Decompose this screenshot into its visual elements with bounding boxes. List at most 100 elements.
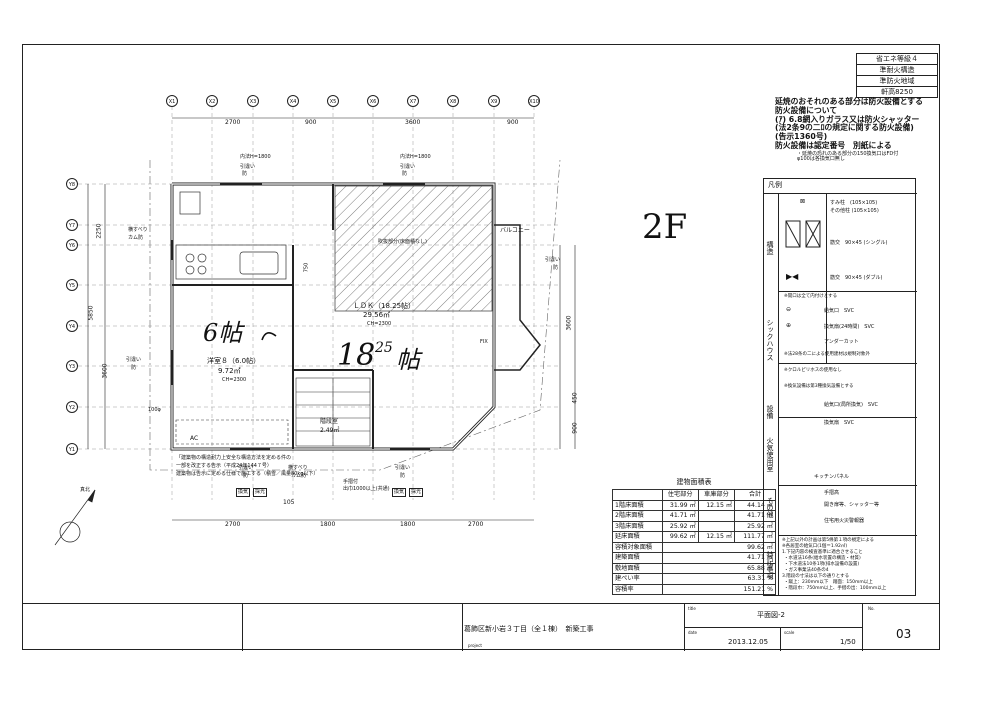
number-label: No. — [868, 606, 875, 611]
structure-note-line: 「建築物の構造耐力上安全な構造方法を定める件の — [176, 455, 292, 461]
fire-note-line: (法2条9の二ﾛの規定に関する防火設備) — [775, 123, 914, 133]
bowtie-icon: ▶◀ — [786, 272, 799, 281]
dim-left: 3600 — [101, 363, 109, 379]
room-handwriting: 6帖 — [203, 319, 243, 347]
project-label: project — [468, 643, 482, 648]
area-summary-label: 建ぺい率 — [612, 573, 663, 585]
grid-label-y: Y8 — [66, 178, 78, 190]
dim-top: 3600 — [405, 119, 421, 126]
dim-right: 900 — [571, 422, 579, 434]
dim-750: 750 — [303, 262, 310, 273]
ac-label: AC — [190, 435, 199, 442]
window-type: 横すべり — [288, 465, 308, 471]
area-summary-label: 建築面積 — [612, 552, 663, 564]
dim-top: 900 — [305, 119, 317, 126]
area-header — [612, 489, 663, 501]
vent-icon: ⊖ — [786, 306, 792, 313]
window-type: 引違い — [545, 257, 561, 263]
structure-note-line: 建築物は告示に定める仕様で施工する（積雪／風量80kg以下） — [176, 471, 319, 477]
sheet-number: 03 — [896, 627, 912, 641]
void-area — [334, 185, 493, 312]
void-note: 吹抜部分(床面積なし) — [378, 239, 427, 245]
fire-note: 延焼のおそれのある部分は防火設備とする 防火設備について (ｱ) 6.8網入りガ… — [775, 98, 923, 162]
legend-section: シックハウス — [766, 319, 774, 361]
table-row: 1階床面積 31.99 ㎡ 12.15 ㎡ 44.14 ㎡ — [612, 499, 776, 511]
area-cell: 25.92 ㎡ — [661, 520, 699, 532]
window-type: 横すべり — [128, 227, 148, 233]
grid-label-y: Y5 — [66, 279, 78, 291]
window-fire: 防 — [402, 171, 408, 177]
dim-right: 3600 — [565, 315, 573, 331]
dim-bottom: 1800 — [320, 521, 336, 528]
light-label: 採光 — [409, 488, 424, 497]
grid-label-x: X4 — [287, 95, 299, 107]
special-note: ※上記以外の計画は第5條第１項の規定による — [782, 538, 874, 543]
area-cell: 3階床面積 — [612, 520, 663, 532]
room-label: 洋室８（6.0帖） — [207, 357, 261, 365]
fire-note-line: (ｱ) 6.8網入りガラス又は防火シャッター — [775, 114, 920, 124]
ldk-handwriting-sup: 25 — [375, 340, 393, 356]
legend-section: 特記事項 — [766, 551, 774, 579]
symbol-icon: ⊠ — [800, 198, 806, 205]
legend-item: 給気口 SVC — [824, 308, 855, 314]
spec-item: 省エネ等級４ — [857, 54, 937, 65]
stair — [295, 377, 371, 447]
balcony-label: バルコニー — [500, 227, 530, 234]
area-summary-value: 63.31 % — [661, 573, 776, 585]
special-note: 1.下記内容の検査基準に適合させること — [782, 550, 863, 555]
legend-item: 換気扇(24時間) SVC — [824, 324, 875, 330]
legend-section: 構造 — [766, 241, 774, 255]
ldk-ch: CH=2300 — [367, 321, 392, 327]
window-fire: 防 — [400, 473, 406, 479]
dim-left: 2250 — [95, 223, 103, 239]
spec-item: 軒高8250 — [881, 88, 913, 96]
special-note: ・ガス事業法40条の4 — [784, 568, 829, 573]
legend-note: ※クロルピリホスの使用なし — [784, 368, 842, 373]
date-label: date — [688, 630, 698, 635]
dim-bottom-sub: 105 — [283, 499, 295, 506]
floor-handwriting: 2F — [642, 207, 688, 247]
compass — [54, 489, 96, 546]
area-table: 建物面積表 住宅部分 車庫部分 合計 1階床面積 31.99 ㎡ 12.15 ㎡… — [612, 479, 776, 595]
dim-bottom: 2700 — [468, 521, 484, 528]
duct-label: 100φ — [148, 407, 161, 413]
grid-label-x: X1 — [166, 95, 178, 107]
handrail-label: 手摺付 — [343, 479, 359, 485]
special-note: ・階段巾：750mm以上、手摺の出：100mm以上 — [784, 586, 887, 591]
drawing-title: 平面図-2 — [757, 611, 785, 619]
legend-item: 開き扉等、シャッター等 — [824, 502, 880, 508]
grid-label-x: X2 — [206, 95, 218, 107]
legend-item: 筋交 90×45 (シングル) — [830, 240, 888, 246]
window-type: 引違い — [395, 465, 411, 471]
window-note: 内法H=1800 — [400, 154, 431, 160]
ldk-area: 29.56㎡ — [363, 311, 391, 319]
room-ch: CH=2300 — [222, 377, 247, 383]
kitchen — [175, 191, 287, 280]
grid-label-x: X10 — [528, 95, 540, 107]
grid-label-x: X6 — [367, 95, 379, 107]
area-summary-value: 65.88 ㎡ — [661, 562, 776, 574]
title-block: project 葛飾区新小岩３丁目（全１棟） 新築工事 title 平面図-2 … — [22, 603, 940, 651]
window-fire: カム防 — [128, 235, 144, 241]
legend-item: その他柱 (105×105) — [830, 208, 879, 214]
fire-note-line: 防火設備は認定番号 別紙による — [775, 140, 892, 150]
window-fire: 防 — [242, 171, 248, 177]
drawing-date: 2013.12.05 — [728, 638, 769, 646]
area-summary-value: 41.71 ㎡ — [661, 552, 776, 564]
legend-item: 換気扇 SVC — [824, 420, 855, 426]
vent-label: 換気 — [392, 488, 407, 497]
area-summary-label: 容積率 — [612, 583, 663, 595]
fire-note-sub: ・延焼の恐れのある部分の150換気口はFD付 — [797, 150, 899, 157]
legend-item: 給気口(局所換気) SVC — [824, 402, 878, 408]
dim-top: 900 — [507, 119, 519, 126]
legend-note: ※開口は全て内付けとする — [784, 294, 838, 299]
special-note: ・下水道法10条1項(排水設備の設置) — [784, 562, 860, 567]
legend-section: 火気使用室 — [766, 437, 774, 472]
spec-item: 準防火地域 — [857, 76, 937, 87]
special-note: ※各居室の給気口(1個＝1.92㎡) — [782, 544, 848, 549]
legend-note: ※法28条の二による使用建材は規制対象外 — [784, 352, 870, 357]
